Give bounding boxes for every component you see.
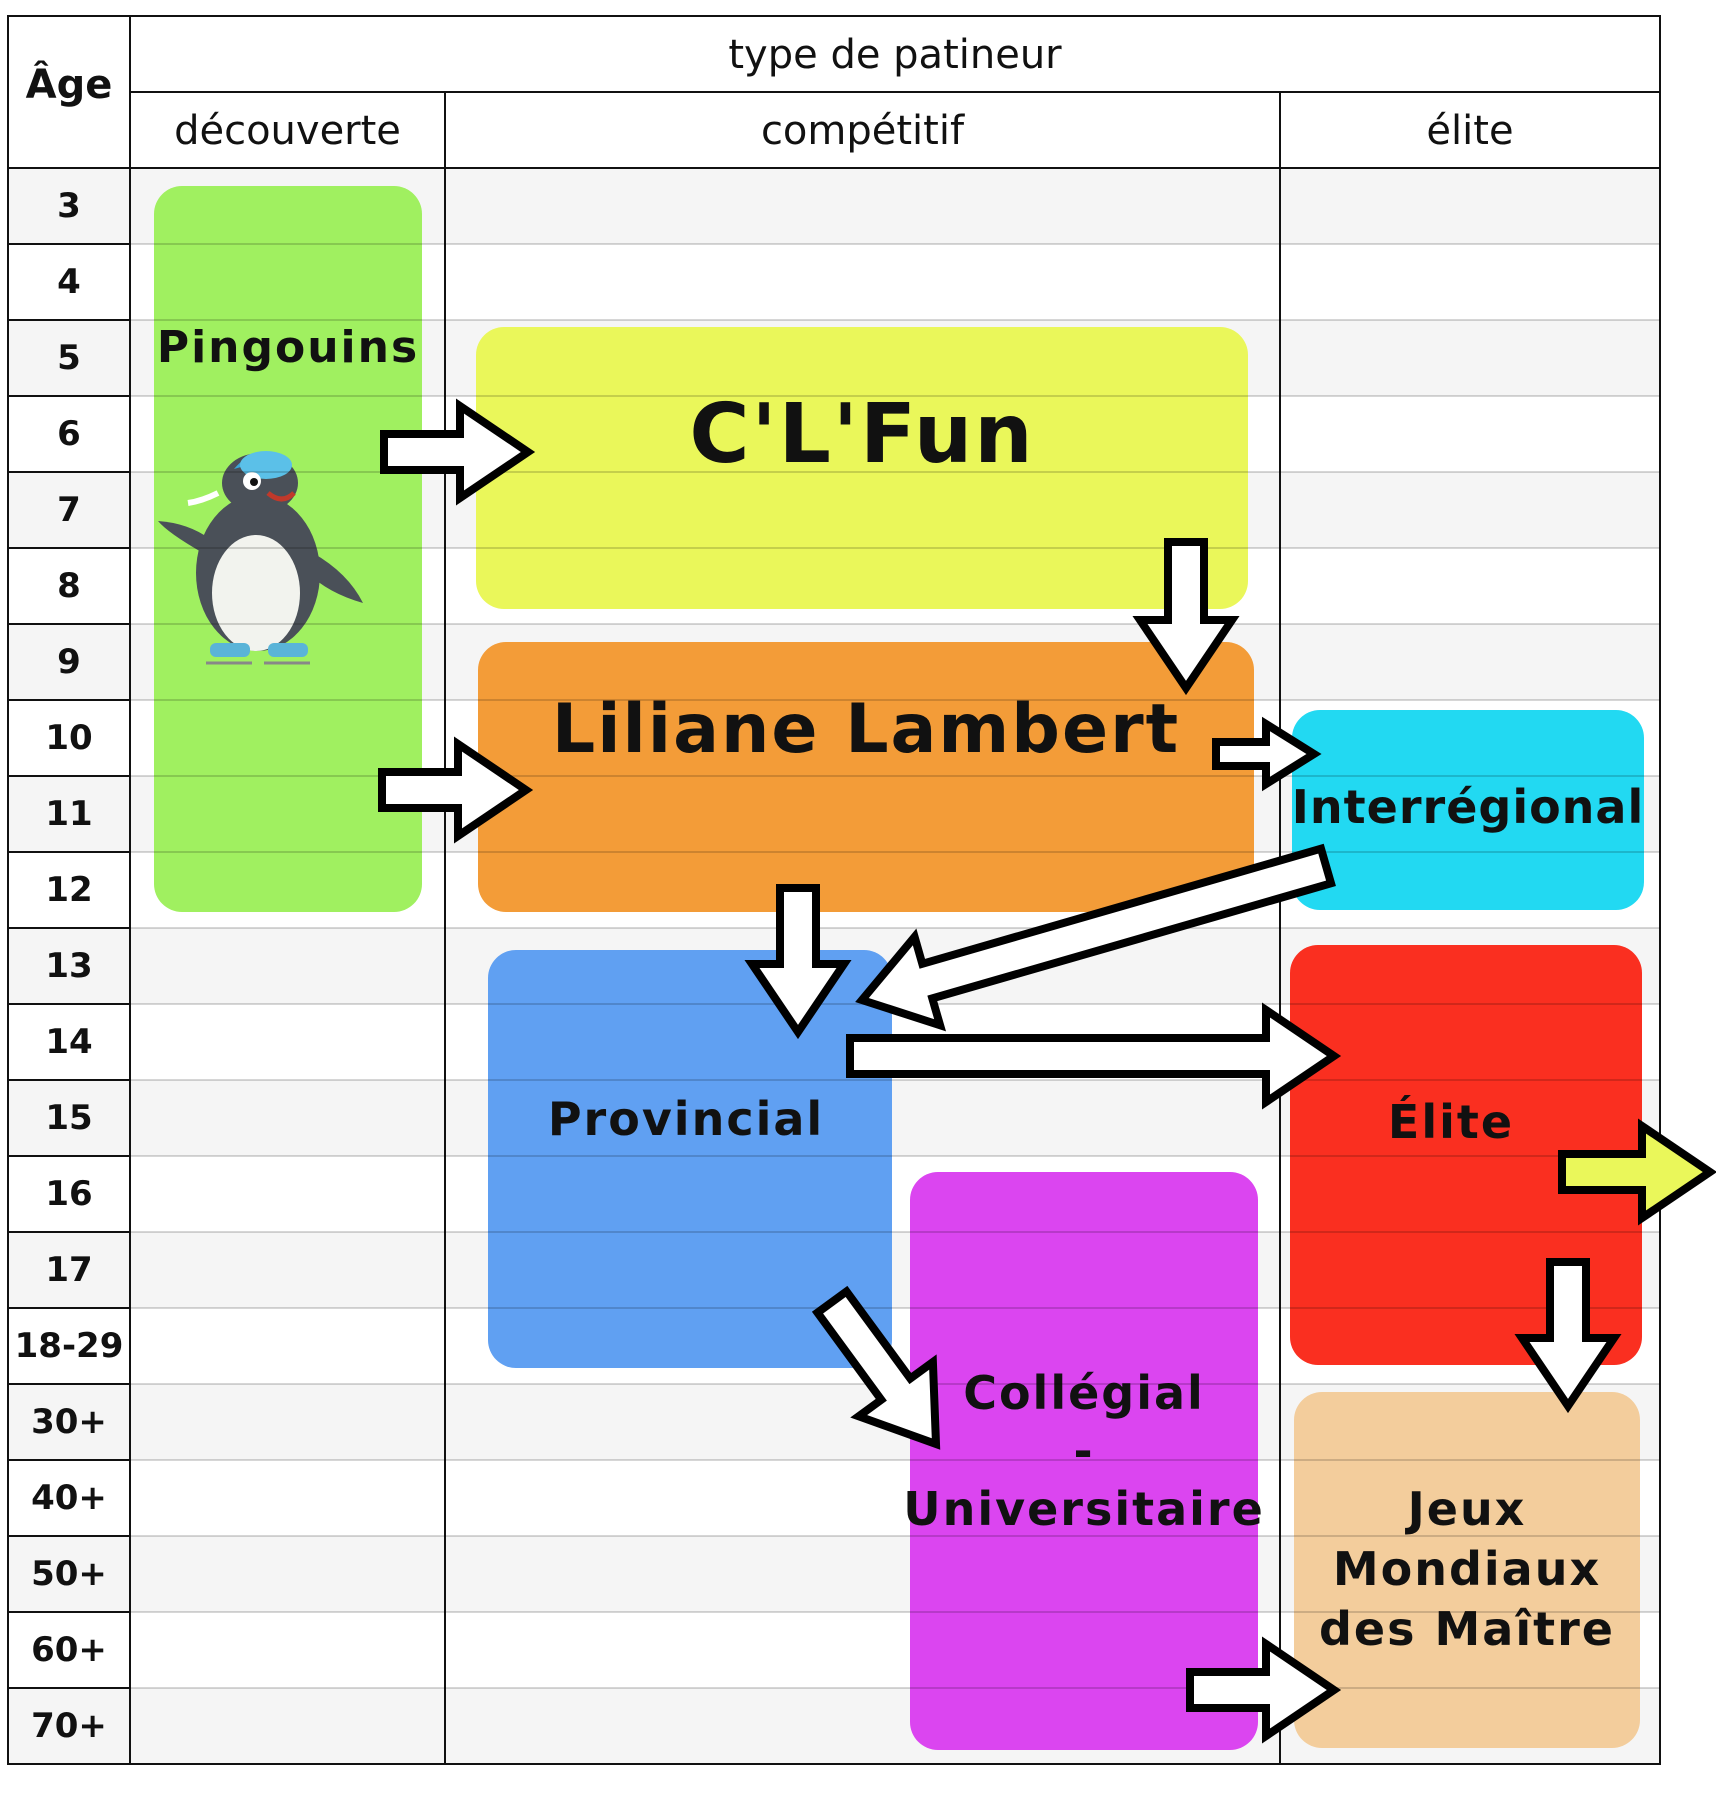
penguin-skater-icon [158, 451, 363, 665]
program-provincial: Provincial [488, 950, 892, 1368]
age-label: 6 [57, 414, 81, 454]
column-header-competitif: compétitif [760, 108, 965, 154]
age-label: 17 [45, 1250, 93, 1290]
age-label: 15 [45, 1098, 93, 1138]
skater-type-header: type de patineur [728, 32, 1062, 78]
program-collegial-label-2: - [1073, 1424, 1095, 1478]
program-pingouins: Pingouins [154, 186, 422, 912]
age-label: 10 [45, 718, 93, 758]
program-jeux-label-1: Jeux [1407, 1482, 1527, 1536]
program-collegial-label-3: Universitaire [903, 1482, 1265, 1536]
age-label: 40+ [31, 1478, 107, 1518]
program-jeux-label-2: Mondiaux [1332, 1542, 1602, 1596]
age-label: 18-29 [14, 1326, 124, 1366]
age-label: 11 [45, 794, 93, 834]
program-pingouins-label: Pingouins [156, 322, 420, 373]
column-header-decouverte: découverte [174, 108, 401, 154]
age-label: 70+ [31, 1706, 107, 1746]
program-elite-label: Élite [1387, 1095, 1515, 1149]
age-header: Âge [25, 62, 113, 108]
age-label: 14 [45, 1022, 93, 1062]
program-collegial-label-1: Collégial [963, 1366, 1205, 1420]
age-label: 13 [45, 946, 93, 986]
age-label: 50+ [31, 1554, 107, 1594]
age-label: 30+ [31, 1402, 107, 1442]
age-label: 7 [57, 490, 81, 530]
program-collegial-universitaire: Collégial - Universitaire [903, 1172, 1263, 1750]
age-label: 60+ [31, 1630, 107, 1670]
program-jeux-label-3: des Maître [1319, 1602, 1615, 1656]
program-jeux-mondiaux: Jeux Mondiaux des Maître [1294, 1392, 1640, 1748]
program-interregional-label: Interrégional [1291, 780, 1645, 834]
age-label: 4 [57, 262, 81, 302]
program-provincial-label: Provincial [547, 1092, 825, 1146]
program-interregional: Interrégional [1292, 710, 1644, 910]
program-liliane-lambert: Liliane Lambert [478, 642, 1254, 912]
program-clfun: C'L'Fun [476, 327, 1248, 609]
age-label: 12 [45, 870, 93, 910]
column-header-elite: élite [1426, 108, 1514, 154]
age-label: 9 [57, 642, 81, 682]
program-liliane-lambert-label: Liliane Lambert [551, 690, 1181, 769]
table-border [7, 15, 1661, 1765]
age-label: 8 [57, 566, 81, 606]
age-label: 5 [57, 338, 81, 378]
program-clfun-label: C'L'Fun [689, 387, 1035, 482]
program-elite: Élite [1290, 945, 1642, 1365]
age-label: 3 [57, 186, 81, 226]
age-label: 16 [45, 1174, 93, 1214]
